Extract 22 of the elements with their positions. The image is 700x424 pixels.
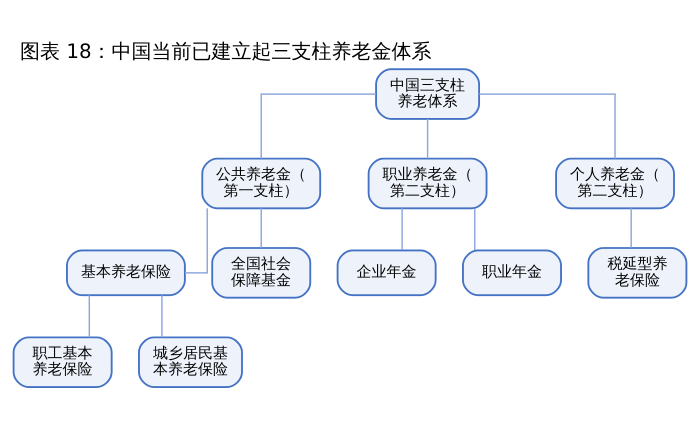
node-box: 公共养老金（第一支柱） [201,158,322,210]
connector [474,208,476,250]
connector [260,93,376,159]
node-box: 全国社会保障基金 [211,247,312,299]
connector [479,93,616,159]
node-box: 职工基本养老保险 [12,336,113,388]
diagram-title: 图表 18：中国当前已建立起三支柱养老金体系 [20,40,432,63]
connector [260,208,262,248]
node-box: 中国三支柱养老体系 [375,68,480,120]
connector [630,208,632,248]
node-box: 职业养老金（第二支柱） [368,158,488,210]
connector [401,208,403,250]
node-box: 个人养老金（第二支柱） [555,158,675,210]
node-box: 企业年金 [336,250,437,296]
connector [88,295,90,338]
connector [426,118,428,158]
node-box: 职业年金 [462,250,562,296]
node-box: 基本养老保险 [66,250,186,296]
node-box: 城乡居民基本养老保险 [138,336,243,388]
node-box: 税延型养老保险 [587,247,688,299]
connector [185,208,208,274]
connector [161,295,163,338]
